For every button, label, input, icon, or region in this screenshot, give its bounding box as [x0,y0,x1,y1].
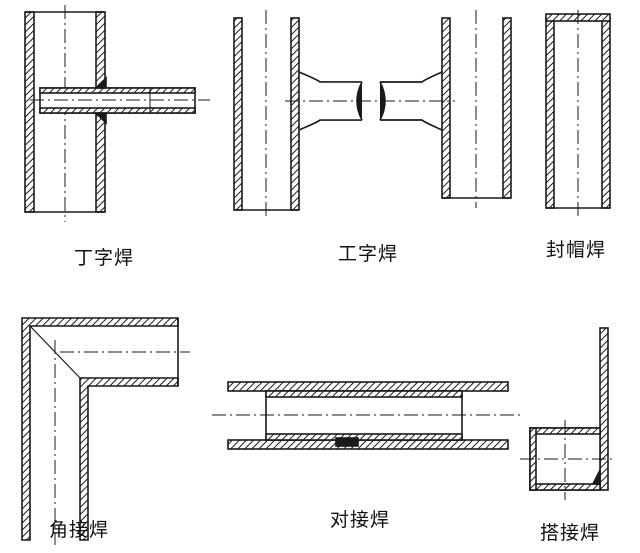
i-weld-label: 工字焊 [338,243,399,265]
t-weld-label: 丁字焊 [74,247,135,269]
corner-weld-drawing [21,317,190,545]
t-weld-drawing [24,5,210,222]
butt-weld-drawing [212,381,520,450]
cap-weld-drawing [545,10,611,216]
cap-weld-label: 封帽焊 [546,239,607,261]
lap-weld-drawing [520,327,612,500]
butt-weld-label: 对接焊 [330,509,391,531]
lap-weld-label: 搭接焊 [540,522,601,544]
i-weld-drawing [233,10,512,220]
corner-weld-label: 角接焊 [49,519,110,541]
